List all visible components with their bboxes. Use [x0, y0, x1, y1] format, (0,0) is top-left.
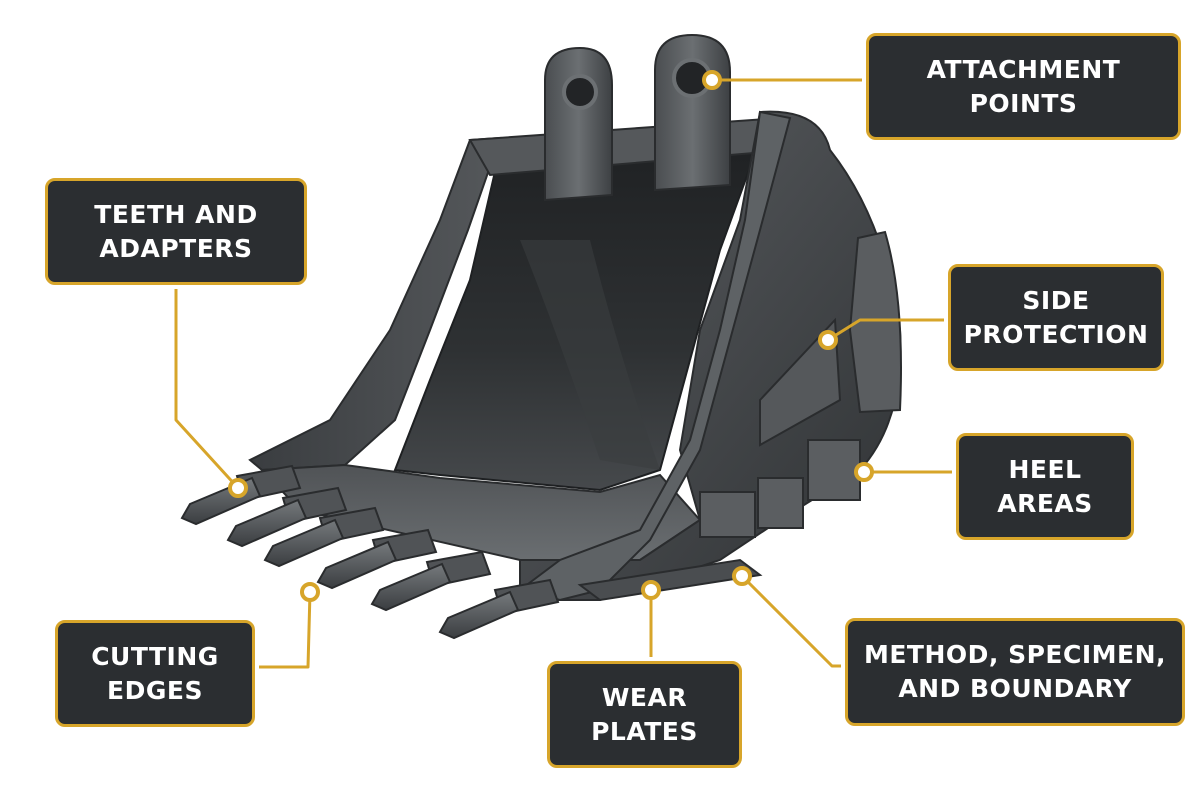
label-teeth-and-adapters: TEETH AND ADAPTERS	[45, 178, 307, 285]
label-cutting-edges-line1: CUTTING	[91, 641, 219, 671]
right-front-edge	[517, 110, 792, 602]
label-attachment-points-line2: POINTS	[969, 88, 1078, 118]
tooth-tip-4	[316, 540, 398, 590]
tooth-tip-6	[438, 590, 520, 640]
label-side-protection-line2: PROTECTION	[963, 319, 1149, 349]
dot-teeth-and-adapters	[228, 478, 248, 498]
label-heel-areas: HEEL AREAS	[956, 433, 1134, 540]
lug-left	[544, 46, 613, 202]
bucket-teeth	[180, 464, 560, 640]
dot-attachment-points	[702, 70, 722, 90]
label-cutting-edges-line2: EDGES	[107, 675, 203, 705]
label-side-protection: SIDE PROTECTION	[948, 264, 1164, 371]
dot-side-protection	[818, 330, 838, 350]
lug-left-pin-hole	[562, 74, 598, 110]
label-wear-plates-line2: PLATES	[591, 716, 698, 746]
heel-block-2	[757, 477, 804, 529]
label-wear-plates: WEAR PLATES	[547, 661, 742, 768]
label-wear-plates-line1: WEAR	[601, 682, 688, 712]
leader-dots	[228, 70, 874, 602]
label-method-specimen-boundary-line2: AND BOUNDARY	[898, 674, 1132, 703]
tooth-tip-2	[226, 498, 308, 548]
dot-cutting-edges	[300, 582, 320, 602]
tooth-tip-1	[180, 476, 262, 526]
label-heel-areas-line2: AREAS	[997, 488, 1093, 518]
bucket-body	[248, 110, 902, 602]
label-attachment-points: ATTACHMENT POINTS	[866, 33, 1181, 140]
label-method-specimen-boundary-line1: METHOD, SPECIMEN,	[863, 640, 1167, 669]
label-cutting-edges: CUTTING EDGES	[55, 620, 255, 727]
wear-plate-bar	[577, 558, 763, 602]
side-protection-wedge	[759, 317, 842, 447]
side-protection-plate	[848, 230, 902, 414]
label-teeth-and-adapters-line2: ADAPTERS	[99, 233, 253, 263]
label-heel-areas-line1: HEEL	[1008, 454, 1082, 484]
tooth-tip-5	[370, 562, 452, 612]
leader-side-protection	[827, 318, 948, 342]
bucket-inner-curve	[520, 240, 660, 470]
leader-cutting-edges	[255, 591, 312, 669]
leader-lines	[174, 78, 956, 669]
tooth-tip-3	[263, 518, 345, 568]
label-side-protection-line1: SIDE	[1022, 285, 1090, 315]
dot-wear-plates	[641, 580, 661, 600]
dot-heel-areas	[854, 462, 874, 482]
heel-block-3	[807, 439, 861, 501]
heel-block-1	[699, 491, 756, 538]
dot-method-specimen-boundary	[732, 566, 752, 586]
label-method-specimen-boundary: METHOD, SPECIMEN, AND BOUNDARY	[845, 618, 1185, 726]
leader-teeth-and-adapters	[174, 285, 240, 490]
leader-method-specimen-boundary	[740, 574, 845, 668]
label-teeth-and-adapters-line1: TEETH AND	[94, 199, 258, 229]
label-attachment-points-line1: ATTACHMENT	[926, 54, 1121, 84]
